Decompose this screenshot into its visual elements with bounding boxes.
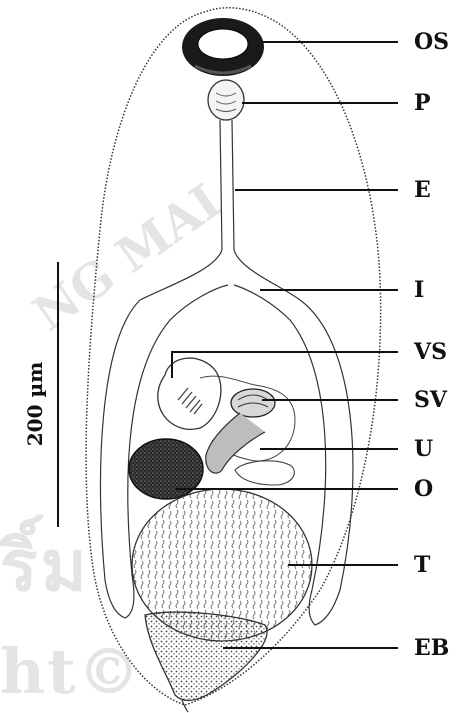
intestine-bifurcation [140,250,300,300]
label-e: E [414,179,431,201]
label-vs: VS [414,341,447,363]
pharynx [208,80,244,120]
label-eb: EB [414,637,449,659]
oral-sucker-lumen [198,29,248,59]
label-p: P [414,92,431,114]
label-i: I [414,279,424,301]
label-t: T [414,554,430,576]
scale-bar-label: 200 µm [0,384,75,424]
label-os: OS [414,31,449,53]
label-u: U [414,438,433,460]
ventral-sucker [158,358,221,429]
label-sv: SV [414,389,447,411]
uterus [235,461,294,485]
excretory-bladder [145,612,267,700]
label-o: O [414,478,433,500]
esophagus [220,120,234,250]
